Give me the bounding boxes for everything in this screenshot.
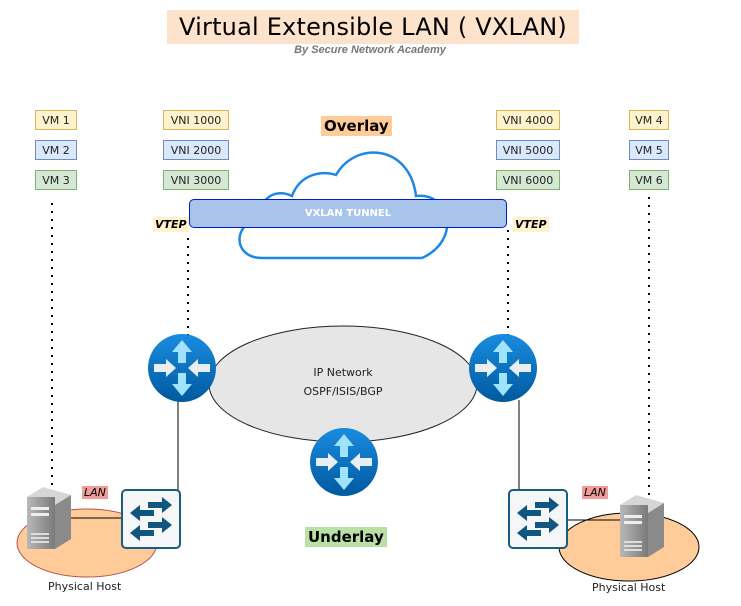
left-server-icon[interactable] — [27, 487, 71, 549]
right-lan-label: LAN — [582, 486, 608, 499]
left-lan-label: LAN — [82, 486, 108, 499]
overlay-label: Overlay — [321, 116, 392, 136]
right-server-icon[interactable] — [620, 495, 664, 557]
ip-network-ellipse — [208, 325, 478, 443]
page-subtitle: By Secure Network Academy — [294, 44, 446, 56]
left-vtep-label: VTEP — [153, 217, 189, 232]
right-vtep-router-icon[interactable] — [469, 334, 537, 402]
vm-6-box[interactable]: VM 6 — [629, 170, 669, 190]
vm-3-box[interactable]: VM 3 — [35, 170, 77, 190]
right-vtep-label: VTEP — [513, 217, 549, 232]
left-switch-icon[interactable] — [121, 489, 181, 549]
vxlan-tunnel[interactable]: VXLAN TUNNEL — [189, 199, 507, 228]
vni-4000-box[interactable]: VNI 4000 — [496, 110, 560, 130]
vni-2000-box[interactable]: VNI 2000 — [163, 140, 229, 160]
vni-6000-box[interactable]: VNI 6000 — [496, 170, 560, 190]
vni-3000-box[interactable]: VNI 3000 — [163, 170, 229, 190]
underlay-label: Underlay — [305, 527, 387, 547]
vm-5-box[interactable]: VM 5 — [629, 140, 669, 160]
vni-5000-box[interactable]: VNI 5000 — [496, 140, 560, 160]
ip-network-label: IP Network — [313, 366, 373, 379]
right-switch-icon[interactable] — [508, 489, 568, 549]
vm-2-box[interactable]: VM 2 — [35, 140, 77, 160]
vm-1-box[interactable]: VM 1 — [35, 110, 77, 130]
left-vtep-router-icon[interactable] — [148, 334, 216, 402]
core-router-icon[interactable] — [310, 428, 378, 496]
vm-4-box[interactable]: VM 4 — [629, 110, 669, 130]
left-physical-host-label: Physical Host — [48, 580, 122, 593]
page-title: Virtual Extensible LAN ( VXLAN) — [167, 10, 579, 44]
routing-protocols-label: OSPF/ISIS/BGP — [303, 385, 383, 398]
vni-1000-box[interactable]: VNI 1000 — [163, 110, 229, 130]
right-physical-host-label: Physical Host — [592, 581, 666, 594]
